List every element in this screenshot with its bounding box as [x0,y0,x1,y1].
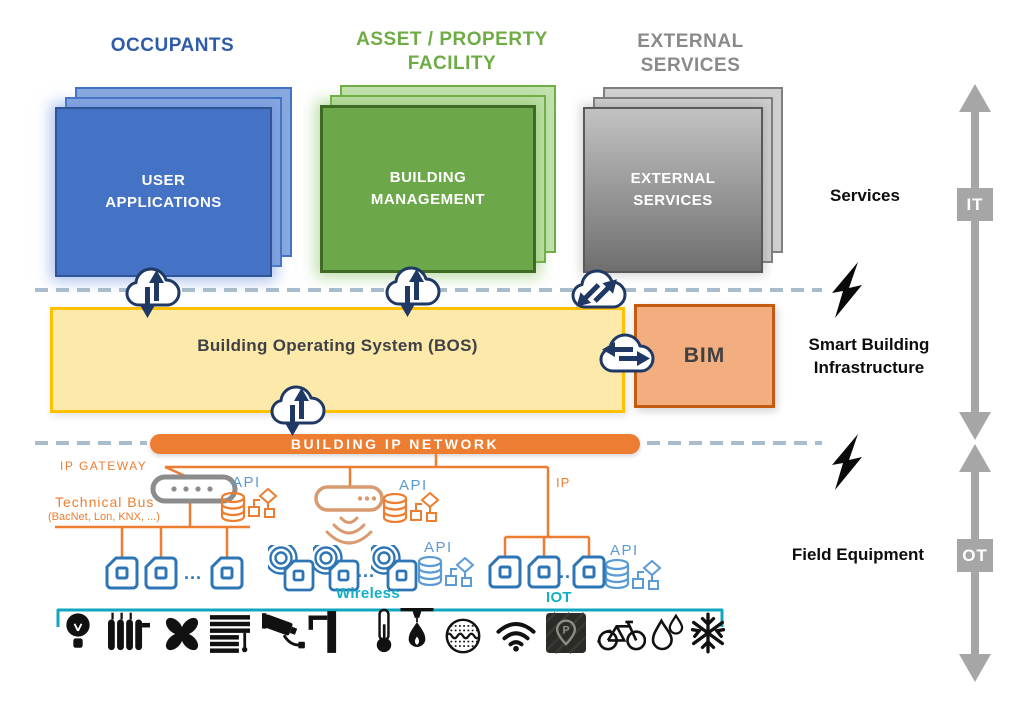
parking-icon: P [546,612,586,654]
bim-box: BIM [634,304,775,408]
it-badge: IT [957,188,993,221]
fan-icon [162,614,202,654]
api-label: API [610,542,639,559]
vibration-sensor-icon [444,617,482,655]
ip-gateway-label: IP GATEWAY [60,459,148,473]
workflow-icon [632,560,662,590]
lightning-bolt-icon [832,434,862,490]
iot-label: IOT [546,589,572,606]
fire-sprinkler-icon [398,608,436,652]
ip-gateway-icon [150,474,238,504]
user-applications-card: USER APPLICATIONS [55,107,272,277]
api-label: API [232,474,261,491]
wireless-router-icon [314,485,384,545]
header-external-services: EXTERNAL SERVICES [637,31,744,76]
building-management-card: BUILDING MANAGEMENT [320,105,536,273]
database-icon [220,492,246,522]
wireless-device-icon [268,545,315,592]
building-management-label: BUILDING MANAGEMENT [370,168,486,209]
cloud-sync-icon [270,385,326,436]
field-network-lines [55,453,724,627]
wireless-device-icon [313,545,360,592]
cloud-sync-icon [385,266,441,317]
bicycle-icon [596,618,646,652]
blinds-icon [210,615,250,653]
technical-bus-protocols-label: (BacNet, Lon, KNX, ...) [48,511,160,523]
lightning-bolt-icon [832,262,862,318]
ot-badge: OT [957,539,993,572]
services-label: Services [830,186,900,205]
user-applications-label: USER APPLICATIONS [105,171,222,212]
cloud-sync-horizontal-icon [599,333,655,373]
water-drops-icon [650,614,684,652]
bos-title: Building Operating System (BOS) [197,336,478,355]
bim-label: BIM [683,344,726,367]
database-icon [604,559,630,589]
wireless-device-icon [371,545,418,592]
workflow-icon [248,488,278,518]
header-asset-property-facility: ASSET / PROPERTY FACILITY [356,29,548,74]
field-equipment-bracket [56,608,724,627]
workflow-icon [410,492,440,522]
database-icon [382,493,408,523]
more-devices-ellipsis: ... [357,561,376,581]
snowflake-icon [688,612,728,654]
external-services-label: EXTERNAL SERVICES [630,169,716,210]
light-bulb-icon [64,612,92,652]
turnstile-icon [308,610,340,654]
ot-boundary-dashed-line-right [647,441,822,445]
cctv-camera-icon [262,613,306,653]
building-management-stack: BUILDING MANAGEMENT [320,85,556,273]
more-devices-ellipsis: .. [559,562,572,582]
building-ip-network-bar: BUILDING IP NETWORK [150,434,640,454]
external-services-card: EXTERNAL SERVICES [583,107,763,273]
technical-bus-label: Technical Bus [55,494,155,510]
header-occupants: OCCUPANTS [110,35,235,56]
database-icon [417,556,443,586]
thermometer-icon [374,608,394,654]
wireless-label: Wireless [336,585,400,602]
user-applications-stack: USER APPLICATIONS [55,87,292,277]
iot-device-icon [527,555,561,589]
more-devices-ellipsis: ... [184,563,203,583]
radiator-icon [108,612,150,652]
external-services-stack: EXTERNAL SERVICES [583,87,783,273]
bus-device-icon [105,556,139,590]
iot-device-icon [572,555,606,589]
bus-device-icon [144,556,178,590]
api-label: API [424,539,453,556]
ot-boundary-dashed-line-left [35,441,147,445]
it-double-arrow [959,84,991,440]
wifi-icon [494,618,538,652]
ip-label: IP [556,475,571,490]
building-ip-network-label: BUILDING IP NETWORK [290,436,500,452]
cloud-sync-icon [125,267,181,318]
bus-device-icon [210,556,244,590]
svg-text:P: P [562,625,569,637]
smart-building-infrastructure-label: Smart Building Infrastructure [808,335,930,377]
iot-device-icon [488,555,522,589]
cloud-sync-diagonal-icon [571,269,627,309]
field-equipment-label: Field Equipment [791,545,925,564]
workflow-icon [445,557,475,587]
api-label: API [399,477,428,494]
